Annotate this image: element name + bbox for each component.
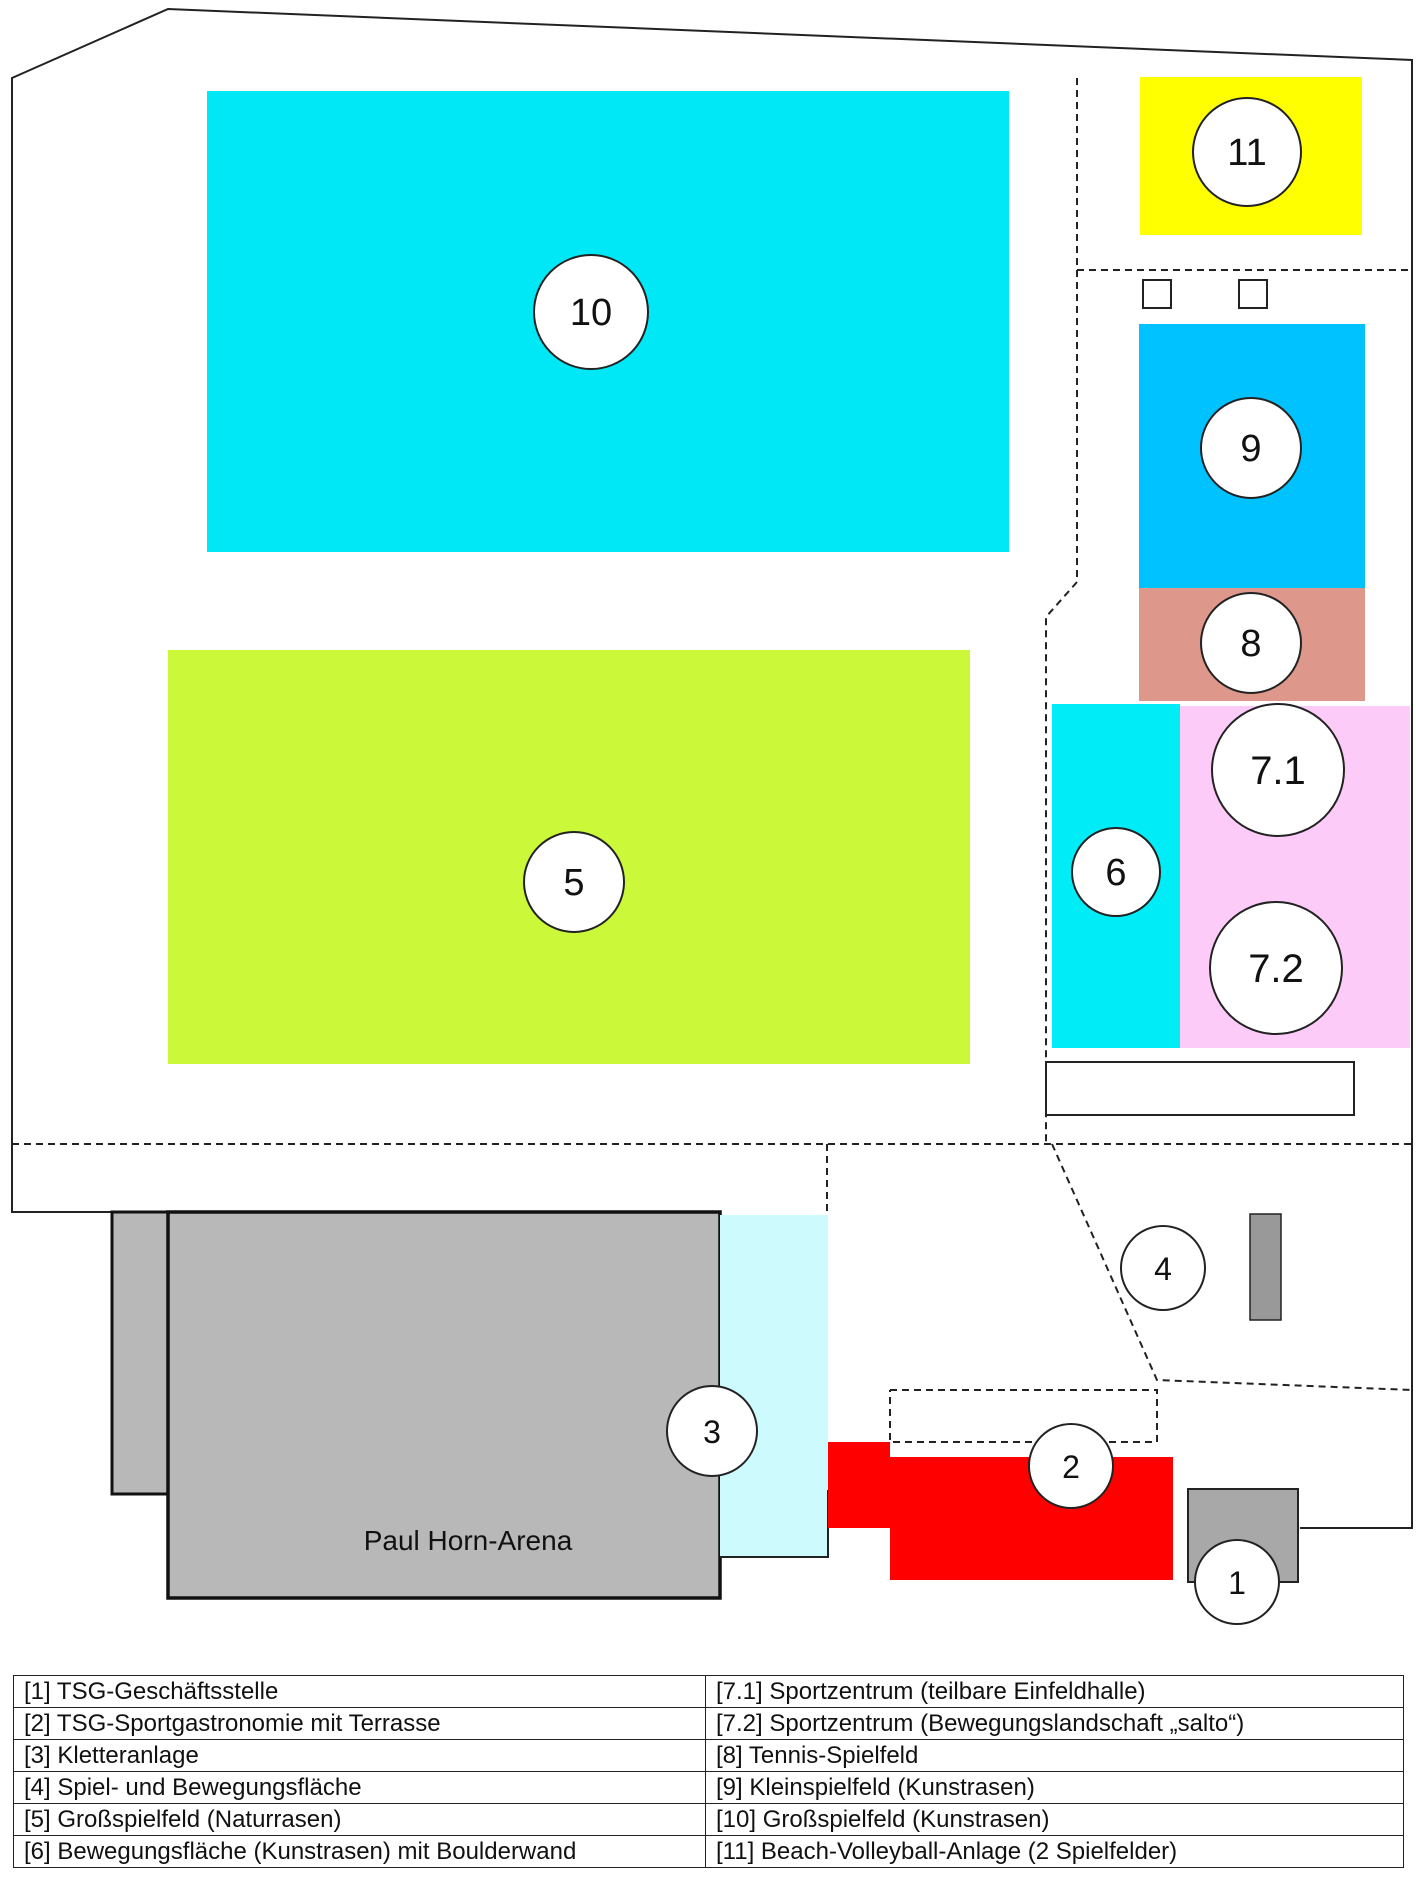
sports-ground-site-plan: 10 11 9 8 7.1 7.2 6 5 4 3 2 1 bbox=[11, 7, 1413, 1625]
legend-entry-11: [11] Beach-Volleyball-Anlage (2 Spielfel… bbox=[705, 1835, 1404, 1868]
gastronomy-2 bbox=[828, 1442, 1173, 1580]
marker-7-2-label: 7.2 bbox=[1248, 947, 1304, 991]
legend-entry-2: [2] TSG-Sportgastronomie mit Terrasse bbox=[13, 1707, 706, 1740]
footpaths bbox=[12, 78, 1413, 1443]
bench-rect bbox=[1045, 1061, 1355, 1116]
legend-entry-6: [6] Bewegungsfläche (Kunstrasen) mit Bou… bbox=[13, 1835, 706, 1868]
marker-10: 10 bbox=[533, 254, 649, 370]
legend-table: [1] TSG-Geschäftsstelle [7.1] Sportzentr… bbox=[13, 1675, 1404, 1868]
marker-1-label: 1 bbox=[1228, 1565, 1246, 1601]
small-square-left bbox=[1142, 279, 1172, 309]
marker-7-1: 7.1 bbox=[1211, 703, 1345, 837]
marker-7-1-label: 7.1 bbox=[1250, 749, 1306, 793]
marker-8-label: 8 bbox=[1240, 623, 1261, 665]
legend-entry-3: [3] Kletteranlage bbox=[13, 1739, 706, 1772]
legend-entry-8: [8] Tennis-Spielfeld bbox=[705, 1739, 1404, 1772]
paul-horn-arena bbox=[166, 1210, 722, 1600]
legend-row: [6] Bewegungsfläche (Kunstrasen) mit Bou… bbox=[13, 1835, 1404, 1868]
marker-6: 6 bbox=[1071, 827, 1161, 917]
legend-row: [4] Spiel- und Bewegungsfläche [9] Klein… bbox=[13, 1771, 1404, 1804]
marker-3-label: 3 bbox=[703, 1414, 721, 1450]
small-square-right bbox=[1238, 279, 1268, 309]
marker-2: 2 bbox=[1028, 1423, 1114, 1509]
marker-4-label: 4 bbox=[1154, 1251, 1172, 1287]
legend-entry-4: [4] Spiel- und Bewegungsfläche bbox=[13, 1771, 706, 1804]
marker-1: 1 bbox=[1194, 1539, 1280, 1625]
site-boundary bbox=[11, 7, 1413, 1529]
legend-entry-7-2: [7.2] Sportzentrum (Bewegungslandschaft … bbox=[705, 1707, 1404, 1740]
marker-11-label: 11 bbox=[1227, 132, 1266, 174]
marker-5: 5 bbox=[523, 831, 625, 933]
marker-9: 9 bbox=[1200, 397, 1302, 499]
marker-6-label: 6 bbox=[1105, 852, 1126, 894]
marker-11: 11 bbox=[1192, 97, 1302, 207]
legend-entry-9: [9] Kleinspielfeld (Kunstrasen) bbox=[705, 1771, 1404, 1804]
legend-entry-5: [5] Großspielfeld (Naturrasen) bbox=[13, 1803, 706, 1836]
marker-3: 3 bbox=[666, 1385, 758, 1477]
climbing-area-3 bbox=[720, 1215, 828, 1557]
legend-row: [5] Großspielfeld (Naturrasen) [10] Groß… bbox=[13, 1803, 1404, 1836]
legend-row: [1] TSG-Geschäftsstelle [7.1] Sportzentr… bbox=[13, 1675, 1404, 1708]
marker-2-label: 2 bbox=[1062, 1449, 1080, 1485]
legend-row: [3] Kletteranlage [8] Tennis-Spielfeld bbox=[13, 1739, 1404, 1772]
marker-10-label: 10 bbox=[570, 292, 612, 334]
legend-entry-10: [10] Großspielfeld (Kunstrasen) bbox=[705, 1803, 1404, 1836]
marker-7-2: 7.2 bbox=[1209, 901, 1343, 1035]
marker-9-label: 9 bbox=[1240, 428, 1261, 470]
marker-5-label: 5 bbox=[563, 862, 584, 904]
legend-entry-1: [1] TSG-Geschäftsstelle bbox=[13, 1675, 706, 1708]
arena-label: Paul Horn-Arena bbox=[364, 1525, 573, 1556]
legend-row: [2] TSG-Sportgastronomie mit Terrasse [7… bbox=[13, 1707, 1404, 1740]
bar-element-4 bbox=[1249, 1213, 1282, 1321]
marker-8: 8 bbox=[1200, 592, 1302, 694]
marker-4: 4 bbox=[1120, 1225, 1206, 1311]
legend-entry-7-1: [7.1] Sportzentrum (teilbare Einfeldhall… bbox=[705, 1675, 1404, 1708]
arena-annex bbox=[110, 1210, 171, 1496]
